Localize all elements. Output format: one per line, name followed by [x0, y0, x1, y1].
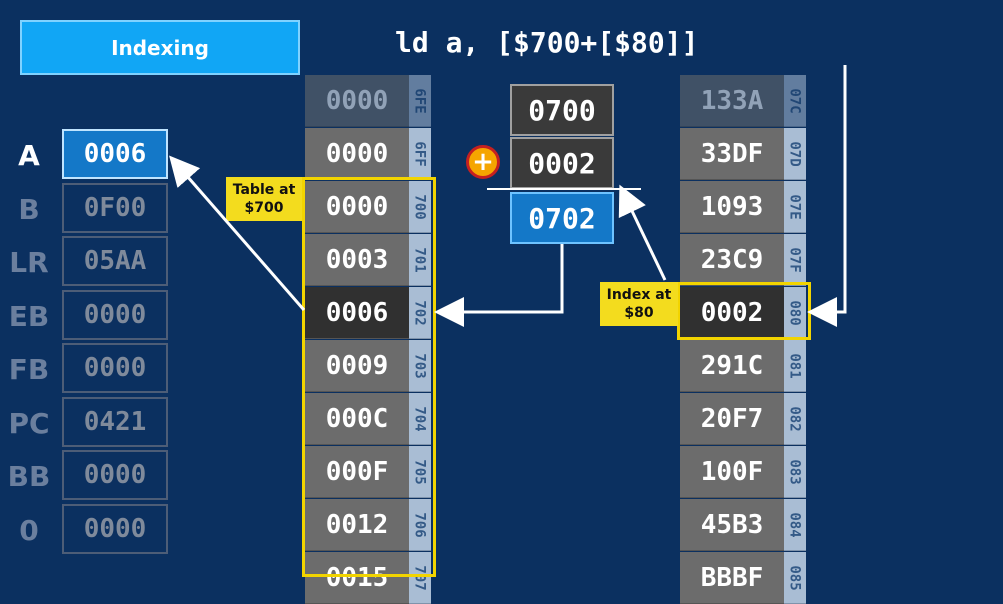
memory-address: 07D: [784, 128, 806, 180]
memory-cell: 0000: [305, 128, 409, 180]
register-name: PC: [8, 406, 50, 440]
register-value: 0000: [62, 343, 168, 393]
memory-address-label: 704: [412, 405, 429, 432]
register-name: A: [18, 139, 40, 172]
register-name: BB: [7, 460, 51, 493]
memory-address-label: 701: [412, 246, 429, 273]
memory-address-label: 705: [412, 458, 429, 485]
arrow-instruction-to-index: [807, 65, 847, 327]
memory-cell: 0015: [305, 552, 409, 604]
memory-address-label: 703: [412, 352, 429, 379]
instruction-text: ld a, [$700+[$80]]: [395, 26, 699, 59]
memory-address: 084: [784, 499, 806, 551]
memory-address-label: 700: [412, 193, 429, 220]
indexing-button[interactable]: Indexing: [20, 20, 300, 75]
memory-cell: 0002: [680, 287, 784, 339]
memory-address: 083: [784, 446, 806, 498]
memory-address-label: 6FE: [412, 87, 429, 114]
register-value: 0000: [62, 450, 168, 500]
register-value: 0000: [62, 503, 168, 554]
arrow-result-to-table: [434, 244, 564, 327]
memory-cell: 20F7: [680, 393, 784, 445]
memory-cell: 1093: [680, 181, 784, 233]
memory-address: 703: [409, 340, 431, 392]
register-name: LR: [9, 246, 49, 279]
memory-address-label: 084: [787, 511, 804, 538]
memory-address: 080: [784, 287, 806, 339]
memory-address-label: 083: [787, 458, 804, 485]
memory-address: 701: [409, 234, 431, 286]
memory-address: 082: [784, 393, 806, 445]
memory-address-label: 080: [787, 299, 804, 326]
memory-cell: 000C: [305, 393, 409, 445]
memory-address: 07F: [784, 234, 806, 286]
memory-cell: 291C: [680, 340, 784, 392]
memory-address: 700: [409, 181, 431, 233]
register-name: FB: [8, 353, 50, 386]
memory-address: 702: [409, 287, 431, 339]
memory-address-label: 07D: [787, 140, 804, 167]
register-name: EB: [8, 299, 50, 333]
memory-address: 706: [409, 499, 431, 551]
memory-address-label: 07C: [787, 87, 804, 114]
register-name: B: [18, 192, 40, 226]
memory-cell: 0012: [305, 499, 409, 551]
memory-address: 704: [409, 393, 431, 445]
memory-address-label: 702: [412, 299, 429, 326]
memory-cell: 45B3: [680, 499, 784, 551]
register-value: 0F00: [62, 182, 168, 233]
memory-address-label: 07E: [787, 193, 804, 220]
memory-cell: 100F: [680, 446, 784, 498]
memory-cell: 0006: [305, 287, 409, 339]
register-name: 0: [19, 513, 39, 547]
table-label-tag: Table at $700: [226, 177, 302, 221]
memory-cell: BBBF: [680, 552, 784, 604]
index-label-tag: Index at $80: [600, 282, 678, 326]
memory-address-label: 081: [787, 352, 804, 379]
plus-icon: +: [466, 145, 500, 179]
register-value: 0421: [62, 396, 168, 447]
memory-address: 707: [409, 552, 431, 604]
memory-cell: 0009: [305, 340, 409, 392]
memory-cell: 0000: [305, 75, 409, 127]
memory-address-label: 07F: [787, 246, 804, 273]
memory-cell: 0003: [305, 234, 409, 286]
memory-address: 081: [784, 340, 806, 392]
offset-box: 0002: [510, 137, 614, 189]
register-value: 0000: [62, 289, 168, 340]
arrow-index-to-offset: [618, 184, 667, 281]
register-value: 0006: [62, 129, 168, 179]
memory-address: 07C: [784, 75, 806, 127]
memory-cell: 133A: [680, 75, 784, 127]
memory-address: 6FE: [409, 75, 431, 127]
register-value: 05AA: [62, 236, 168, 286]
memory-address: 705: [409, 446, 431, 498]
result-address-box: 0702: [510, 192, 614, 244]
memory-address-label: 082: [787, 405, 804, 432]
memory-address: 07E: [784, 181, 806, 233]
sum-line: [487, 188, 641, 190]
memory-cell: 0000: [305, 181, 409, 233]
memory-cell: 33DF: [680, 128, 784, 180]
base-address-box: 0700: [510, 84, 614, 136]
memory-address-label: 6FF: [412, 140, 429, 167]
memory-address: 6FF: [409, 128, 431, 180]
memory-cell: 23C9: [680, 234, 784, 286]
memory-cell: 000F: [305, 446, 409, 498]
memory-address: 085: [784, 552, 806, 604]
memory-address-label: 706: [412, 511, 429, 538]
